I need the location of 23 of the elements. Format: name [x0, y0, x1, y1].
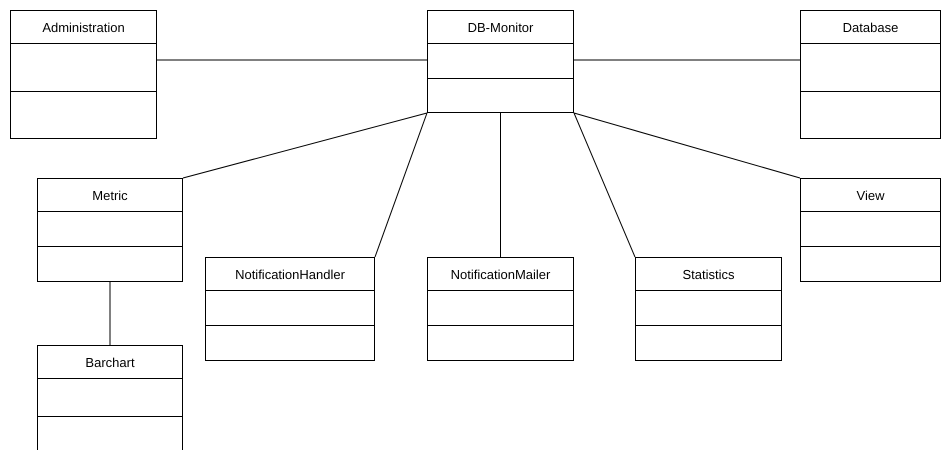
association-line	[374, 112, 428, 258]
class-box	[10, 10, 157, 139]
association-line	[182, 112, 428, 178]
class-name: Metric	[38, 179, 182, 212]
class-box	[800, 10, 941, 139]
class-box	[800, 178, 941, 282]
class-name: Administration	[11, 11, 156, 44]
class-name: NotificationMailer	[428, 258, 573, 291]
association-line	[574, 112, 636, 258]
class-box	[427, 257, 574, 361]
class-name: NotificationHandler	[206, 258, 374, 291]
class-box	[37, 178, 183, 282]
class-name: Statistics	[636, 258, 781, 291]
class-name: Database	[801, 11, 940, 44]
class-name: View	[801, 179, 940, 212]
class-box	[205, 257, 375, 361]
class-box	[427, 10, 574, 113]
association-line	[500, 112, 501, 258]
class-name: DB-Monitor	[428, 11, 573, 44]
class-box	[37, 345, 183, 450]
association-line	[574, 112, 800, 178]
class-box	[635, 257, 782, 361]
class-name: Barchart	[38, 346, 182, 379]
